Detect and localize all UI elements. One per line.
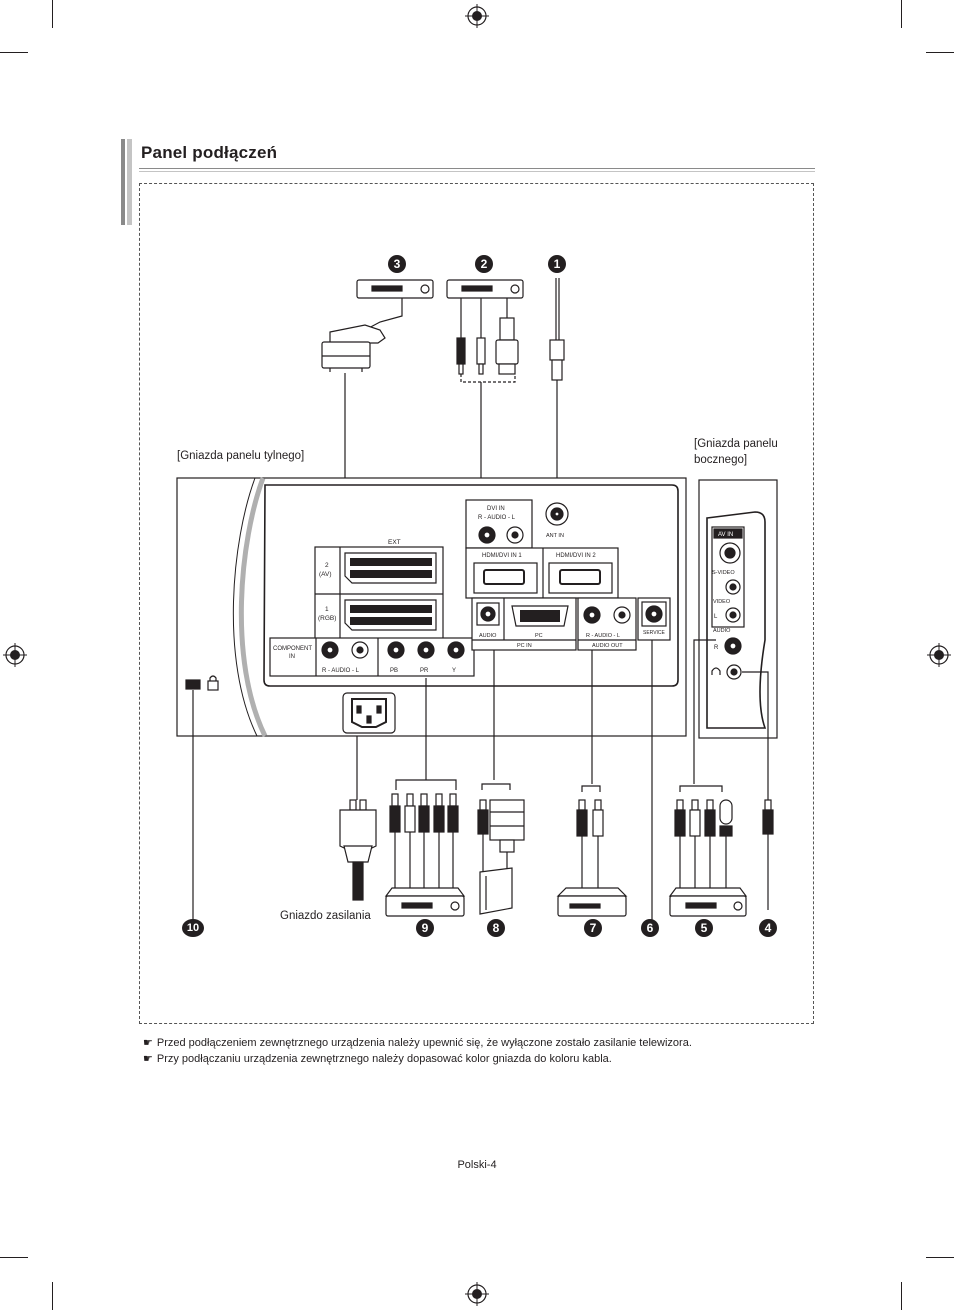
side-audio-label: AUDIO — [713, 628, 731, 634]
power-socket-label: Gniazdo zasilania — [280, 910, 371, 922]
note-item: ☛Przy podłączaniu urządzenia zewnętrzneg… — [143, 1051, 612, 1067]
page-title: Panel podłączeń — [141, 143, 278, 162]
service-label: SERVICE — [643, 630, 666, 636]
registration-mark-icon — [3, 643, 27, 667]
dvd-device-2 — [446, 279, 524, 299]
pc-label: PC — [535, 633, 543, 639]
y-label: Y — [452, 668, 456, 674]
crop-mark — [0, 52, 28, 53]
crop-mark — [0, 1257, 28, 1258]
callout-2: 2 — [475, 255, 493, 273]
note-text: Przed podłączeniem zewnętrznego urządzen… — [156, 1037, 692, 1049]
note-text: Przy podłączaniu urządzenia zewnętrznego… — [156, 1053, 612, 1065]
pr-label: PR — [420, 668, 429, 674]
callout-8: 8 — [487, 919, 505, 937]
component-label: COMPONENT — [273, 646, 312, 652]
scart-socket-av — [344, 552, 437, 584]
ext2-label: 2 — [325, 562, 329, 569]
side-panel-label: [Gniazda panelu bocznego] — [694, 438, 778, 466]
s-video-label: S-VIDEO — [712, 570, 735, 576]
crop-mark — [901, 0, 902, 28]
component-audio-label: R - AUDIO - L — [322, 668, 360, 674]
pb-label: PB — [390, 668, 398, 674]
ext-label: EXT — [388, 539, 401, 546]
vcr-device-3 — [356, 279, 434, 299]
ext1-sub-label: (RGB) — [318, 615, 336, 622]
ant-in-label: ANT IN — [546, 533, 564, 539]
ext2-sub-label: (AV) — [319, 571, 332, 578]
connection-diagram-frame — [139, 183, 814, 1024]
note-item: ☛Przed podłączeniem zewnętrznego urządze… — [143, 1035, 692, 1051]
registration-mark-icon — [465, 4, 489, 28]
title-rule — [139, 171, 815, 172]
crop-mark — [926, 52, 954, 53]
crop-mark — [52, 1282, 53, 1310]
rear-panel-label: [Gniazda panelu tylnego] — [177, 450, 305, 462]
callout-5: 5 — [695, 919, 713, 937]
page-number: Polski-4 — [457, 1159, 497, 1171]
registration-mark-icon — [465, 1282, 489, 1306]
video-label: VIDEO — [713, 599, 731, 605]
pointing-hand-icon: ☛ — [143, 1036, 153, 1049]
side-l-label: L — [714, 614, 718, 620]
dvi-audio-label: R - AUDIO - L — [478, 515, 516, 521]
callout-1: 1 — [548, 255, 566, 273]
scart-socket-rgb — [344, 599, 437, 631]
pc-in-label: PC IN — [517, 643, 532, 649]
side-r-label: R — [714, 645, 719, 651]
hdmi2-label: HDMI/DVI IN 2 — [556, 553, 596, 559]
dvi-in-label: DVI IN — [487, 506, 505, 512]
component-in-label: IN — [289, 654, 295, 660]
audio-out-rl-label: R - AUDIO - L — [586, 633, 620, 639]
title-accent-bar — [121, 139, 125, 225]
crop-mark — [901, 1282, 902, 1310]
callout-9: 9 — [416, 919, 434, 937]
pointing-hand-icon: ☛ — [143, 1052, 153, 1065]
callout-6: 6 — [641, 919, 659, 937]
hdmi1-label: HDMI/DVI IN 1 — [482, 553, 522, 559]
title-accent-bar — [127, 139, 132, 225]
audio-out-label: AUDIO OUT — [592, 643, 623, 649]
callout-7: 7 — [584, 919, 602, 937]
av-in-label: AV IN — [718, 532, 733, 538]
registration-mark-icon — [927, 643, 951, 667]
audio-label: AUDIO — [479, 633, 497, 639]
crop-mark — [52, 0, 53, 28]
ext1-label: 1 — [325, 606, 329, 613]
title-rule — [139, 168, 815, 169]
crop-mark — [926, 1257, 954, 1258]
callout-10: 10 — [182, 919, 204, 937]
callout-3: 3 — [388, 255, 406, 273]
callout-4: 4 — [759, 919, 777, 937]
